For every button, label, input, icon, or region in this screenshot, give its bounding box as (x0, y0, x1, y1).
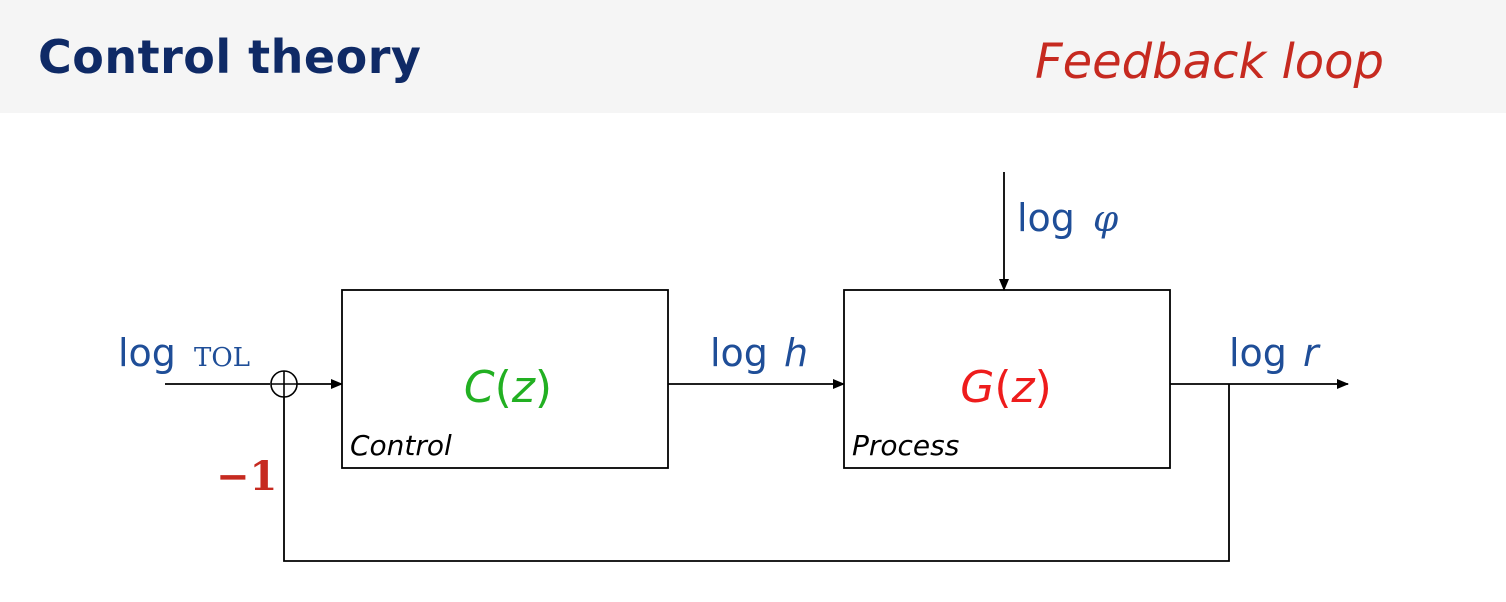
process-transfer-function: G(z) (960, 362, 1052, 413)
disturbance-signal-label: log φ (1017, 196, 1119, 240)
control-transfer-var: z (511, 362, 536, 413)
slide-title: Control theory (38, 30, 422, 84)
control-transfer-name: C (464, 362, 495, 413)
input-signal-label: log TOL (118, 331, 250, 375)
slide-header: Control theory Feedback loop (0, 0, 1506, 113)
process-block (843, 289, 1171, 469)
control-transfer-function: C(z) (464, 362, 552, 413)
feedback-gain-label: −1 (216, 453, 277, 500)
intermediate-signal-label: log h (710, 331, 808, 375)
control-block-caption: Control (350, 429, 452, 462)
process-transfer-name: G (960, 362, 994, 413)
control-block (341, 289, 669, 469)
output-signal-label: log r (1229, 331, 1321, 375)
feedback-path (283, 384, 1230, 562)
process-block-caption: Process (852, 429, 959, 462)
process-transfer-var: z (1011, 362, 1036, 413)
slide-subtitle: Feedback loop (1034, 34, 1384, 90)
summing-junction (270, 370, 298, 398)
